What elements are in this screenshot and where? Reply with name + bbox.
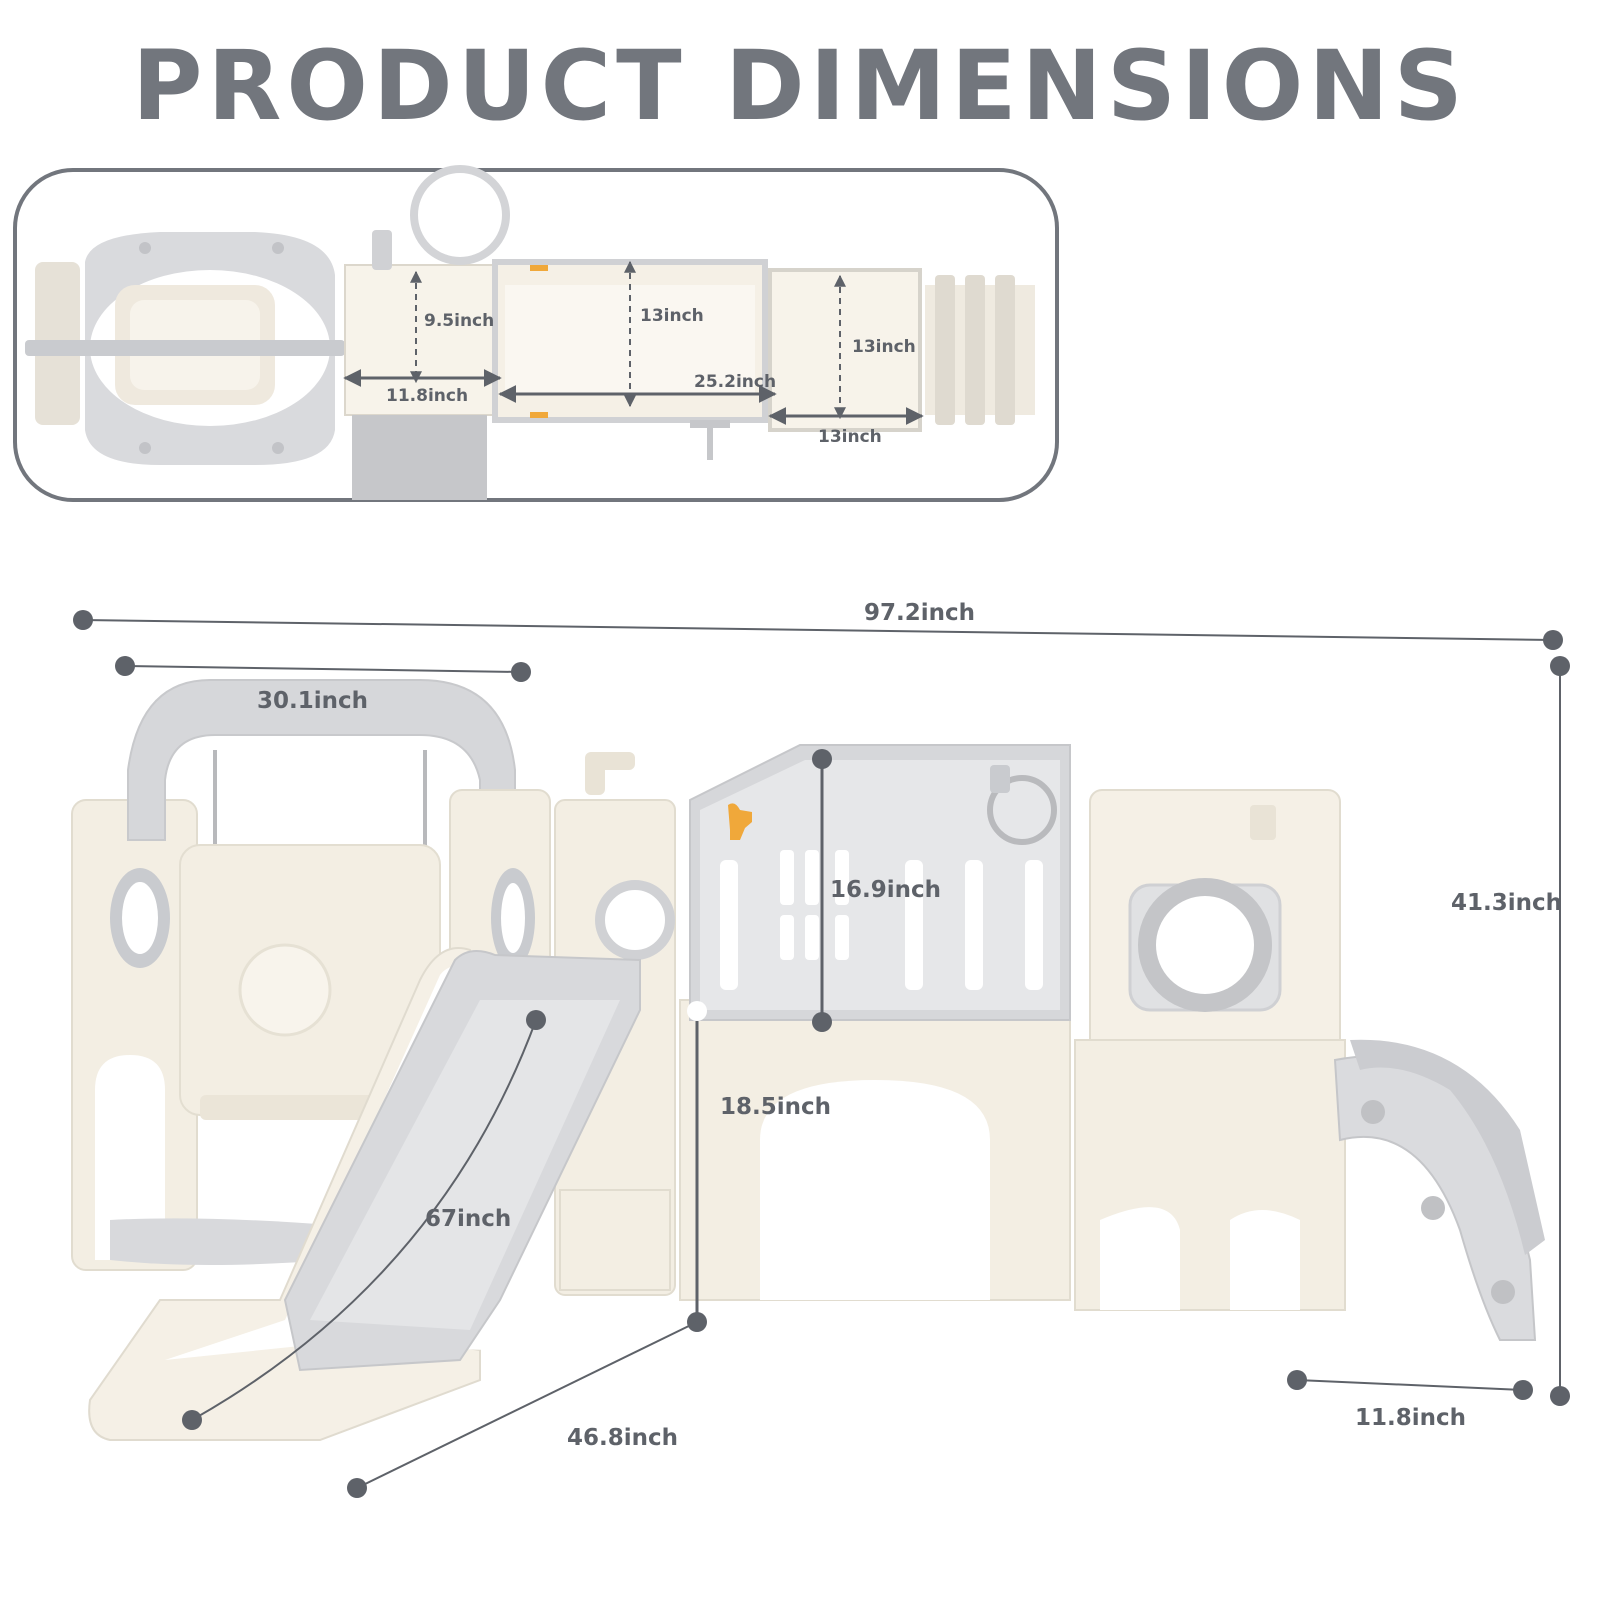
label-platform-height: 13inch <box>852 337 916 357</box>
top-view: 9.5inch 11.8inch 13inch 25.2inch 13inch … <box>13 165 1059 502</box>
top-swing <box>25 232 345 465</box>
page-title: PRODUCT DIMENSIONS <box>132 30 1468 142</box>
side-view: 97.2inch 30.1inch 41.3inch 16.9inch 18.5… <box>71 600 1570 1498</box>
label-small-slide-width: 11.8inch <box>1355 1405 1466 1431</box>
label-swing-width: 30.1inch <box>257 688 368 714</box>
playhouse <box>679 744 1071 1301</box>
label-bridge-height: 13inch <box>640 306 704 326</box>
label-ladder-width: 11.8inch <box>386 386 468 406</box>
top-dimension-lines <box>343 260 924 425</box>
label-slide-length: 67inch <box>425 1206 511 1232</box>
label-slide-depth: 46.8inch <box>567 1425 678 1451</box>
label-total-height: 41.3inch <box>1451 890 1562 916</box>
swing-set <box>71 679 516 1271</box>
label-total-length: 97.2inch <box>864 600 975 626</box>
side-dimension-lines <box>73 610 1570 1498</box>
tunnel-tower <box>1074 789 1346 1311</box>
top-small-slide <box>925 275 1035 425</box>
label-fence-height: 16.9inch <box>830 877 941 903</box>
small-slide <box>1333 1039 1545 1341</box>
fence-windows <box>720 850 1043 990</box>
label-platform-height: 18.5inch <box>720 1094 831 1120</box>
dinosaur-decoration <box>728 803 752 840</box>
label-ladder-height: 9.5inch <box>424 311 494 331</box>
label-platform-width: 13inch <box>818 427 882 447</box>
label-bridge-length: 25.2inch <box>694 372 776 392</box>
